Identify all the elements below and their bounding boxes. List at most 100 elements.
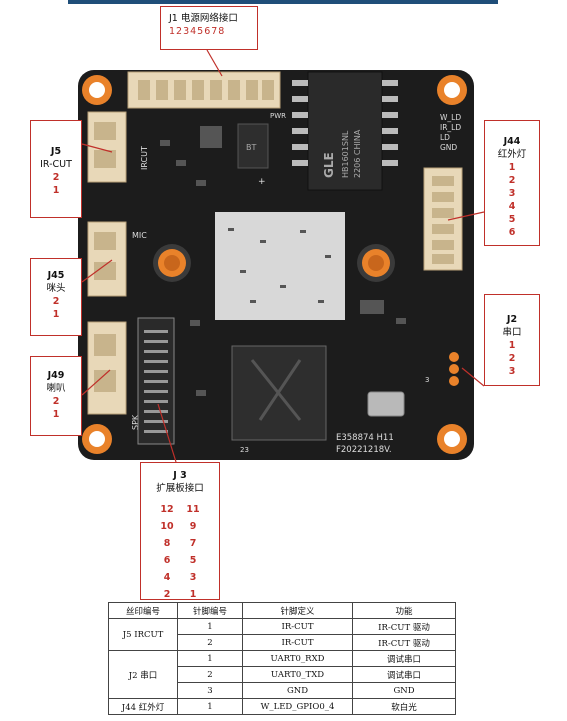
j49-title: J49 <box>47 370 65 381</box>
table-row: J5 IRCUT 1 IR-CUT IR-CUT 驱动 <box>108 618 456 651</box>
svg-text:2206 CHINA: 2206 CHINA <box>353 129 362 178</box>
svg-text:PWR: PWR <box>270 112 286 120</box>
j45-title: J45 <box>47 270 65 281</box>
j44-pin: 3 <box>508 188 516 199</box>
table-cell-group: J44 红外灯 <box>108 698 178 715</box>
table-cell: UART0_TXD <box>242 666 353 683</box>
svg-text:W_LD: W_LD <box>440 113 461 122</box>
svg-text:+: + <box>258 177 266 187</box>
svg-text:IRCUT: IRCUT <box>140 146 149 170</box>
svg-text:GND: GND <box>440 143 457 152</box>
j2-pin: 2 <box>508 353 516 364</box>
j3-pin: 3 <box>189 572 197 583</box>
j2-sub: 串口 <box>502 327 522 338</box>
j44-pin: 5 <box>508 214 516 225</box>
j49-pin: 1 <box>52 409 60 420</box>
j3-pin: 9 <box>189 521 197 532</box>
svg-text:HB1601SNL: HB1601SNL <box>341 130 350 178</box>
table-cell: 2 <box>177 666 243 683</box>
table-cell: IR-CUT 驱动 <box>352 634 456 651</box>
j3-pin: 4 <box>163 572 171 583</box>
table-row: 2 UART0_TXD 调试串口 <box>109 666 456 683</box>
j3-pin: 1 <box>189 589 197 600</box>
j3-pin: 2 <box>163 589 171 600</box>
table-cell: 1 <box>177 698 243 715</box>
table-header: 丝印编号 <box>108 602 178 619</box>
table-cell: 1 <box>177 618 243 635</box>
j44-pin: 2 <box>508 175 516 186</box>
j1-pins: 12345678 <box>169 26 226 37</box>
svg-text:23: 23 <box>240 446 249 454</box>
j49-sub: 喇叭 <box>46 383 66 394</box>
table-header: 针脚定义 <box>242 602 353 619</box>
table-cell: 3 <box>177 682 243 699</box>
bt-component <box>237 123 269 169</box>
table-cell: GND <box>352 682 456 699</box>
svg-text:F20221218V.: F20221218V. <box>336 445 392 455</box>
j5-title: J5 <box>50 146 62 157</box>
table-cell: IR-CUT <box>242 634 353 651</box>
table-cell-group: J5 IRCUT <box>108 618 178 651</box>
j3-pin: 8 <box>163 538 171 549</box>
j2-pin: 3 <box>508 366 516 377</box>
j1-callout: J1 电源网络接口 12345678 <box>160 6 258 50</box>
j3-pin: 7 <box>189 538 197 549</box>
table-cell: 2 <box>177 634 243 651</box>
j44-pin: 6 <box>508 227 516 238</box>
crystal <box>367 391 405 417</box>
svg-text:SPK: SPK <box>131 414 140 430</box>
svg-text:3: 3 <box>425 376 429 384</box>
table-header-row: 丝印编号 针脚编号 针脚定义 功能 <box>108 602 456 619</box>
table-header: 针脚编号 <box>177 602 243 619</box>
j3-sub: 扩展板接口 <box>156 483 204 494</box>
svg-text:IR_LD: IR_LD <box>440 123 461 132</box>
j44-sub: 红外灯 <box>497 149 527 160</box>
j3-pin: 12 <box>160 504 174 515</box>
j3-pin: 11 <box>186 504 200 515</box>
j44-pin: 4 <box>508 201 516 212</box>
table-header: 功能 <box>352 602 456 619</box>
table-row: 2 IR-CUT IR-CUT 驱动 <box>109 634 456 651</box>
j3-title: J 3 <box>173 470 187 481</box>
svg-text:LD: LD <box>440 133 450 142</box>
j45-pin: 2 <box>52 296 60 307</box>
table-cell: 1 <box>177 650 243 667</box>
table-row: J44 红外灯 1 W_LED_GPIO0_4 软白光 <box>108 698 456 715</box>
j3-pin: 5 <box>189 555 197 566</box>
j3-pin: 6 <box>163 555 171 566</box>
table-row: J2 串口 1 UART0_RXD 调试串口 <box>108 650 456 699</box>
j44-pin: 1 <box>508 162 516 173</box>
lens-mount-holes <box>153 244 395 282</box>
table-cell-group: J2 串口 <box>108 650 178 699</box>
j5-sub: IR-CUT <box>40 159 72 170</box>
table-cell: IR-CUT <box>242 618 353 635</box>
j1-title: J1 电源网络接口 <box>169 13 238 24</box>
header-rule <box>68 0 498 4</box>
table-cell: GND <box>242 682 353 699</box>
j5-pin: 2 <box>52 172 60 183</box>
j3-callout: J 3 扩展板接口 12 11 10 9 8 7 6 5 4 3 2 1 <box>140 462 220 600</box>
j45-pin: 1 <box>52 309 60 320</box>
j49-callout: J49 喇叭 2 1 <box>30 356 82 436</box>
transformer <box>307 71 383 191</box>
table-cell: UART0_RXD <box>242 650 353 667</box>
table-cell: 调试串口 <box>352 650 456 667</box>
table-cell: IR-CUT 驱动 <box>352 618 456 635</box>
j44-title: J44 <box>503 136 521 147</box>
table-cell: 调试串口 <box>352 666 456 683</box>
table-row: 3 GND GND <box>109 682 456 699</box>
svg-text:GLE: GLE <box>322 152 336 178</box>
svg-text:MIC: MIC <box>132 231 147 240</box>
j3-pin: 10 <box>160 521 174 532</box>
j2-callout: J2 串口 1 2 3 <box>484 294 540 386</box>
j45-sub: 咪头 <box>46 283 66 294</box>
svg-text:E358874 H11: E358874 H11 <box>336 433 394 443</box>
j2-pin: 1 <box>508 340 516 351</box>
pin-definition-table: 丝印编号 针脚编号 针脚定义 功能 J5 IRCUT 1 IR-CUT IR-C… <box>108 602 456 715</box>
j2-title: J2 <box>506 314 518 325</box>
table-cell: 软白光 <box>352 698 456 715</box>
j5-callout: J5 IR-CUT 2 1 <box>30 120 82 218</box>
svg-text:BT: BT <box>246 143 256 152</box>
pcb-board-illustration: PWR GLE HB1601SNL 2206 CHINA W_LD IR_LD … <box>78 49 485 463</box>
table-cell: W_LED_GPIO0_4 <box>242 698 353 715</box>
